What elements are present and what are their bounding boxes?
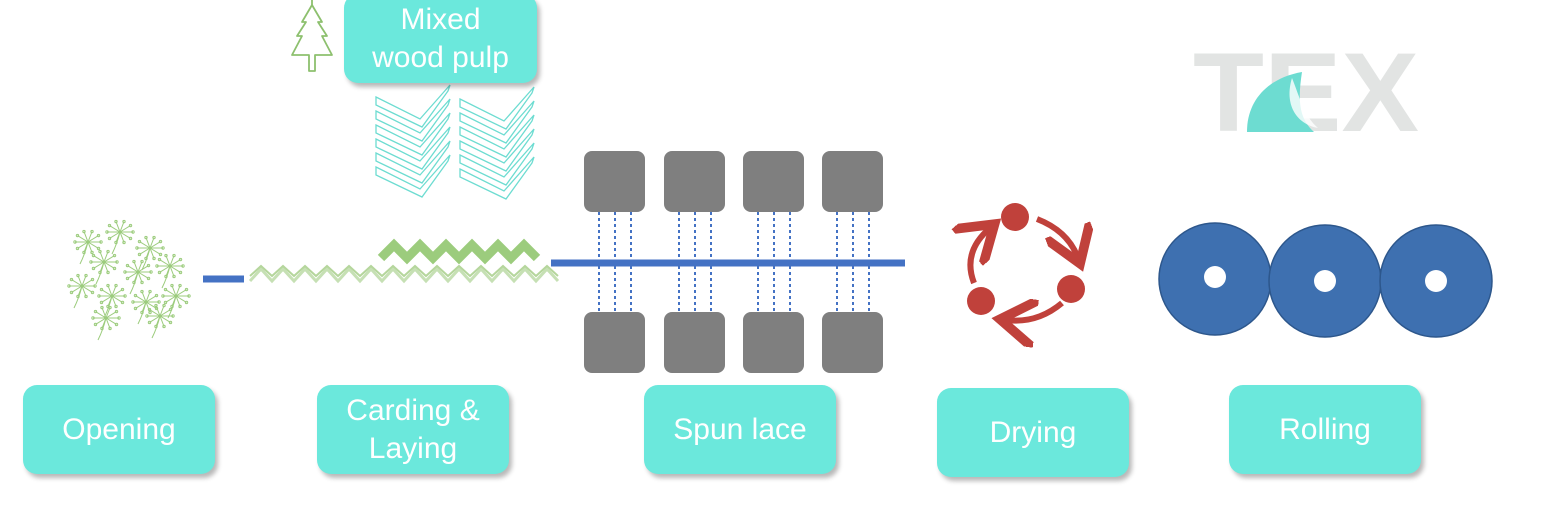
stage-carding-laying: Carding & Laying xyxy=(317,385,509,474)
spun-lace-unit xyxy=(584,151,883,373)
nozzle-block xyxy=(743,312,804,373)
roller-icon xyxy=(1158,222,1493,338)
drying-node xyxy=(1057,275,1085,303)
nozzle-block xyxy=(822,312,883,373)
stage-drying: Drying xyxy=(937,388,1129,477)
nozzle-block xyxy=(584,151,645,212)
chevron-pulp-icon xyxy=(375,84,535,200)
stage-rolling: Rolling xyxy=(1229,385,1421,474)
tree-icon xyxy=(291,0,333,72)
stage-opening: Opening xyxy=(23,385,215,474)
nozzle-block xyxy=(584,312,645,373)
drying-node xyxy=(1001,203,1029,231)
dandelion-cluster-icon xyxy=(67,219,191,341)
nozzle-block xyxy=(664,312,725,373)
drying-node xyxy=(967,287,995,315)
logo-drop-icon xyxy=(1247,72,1314,132)
cycle-arrows-icon xyxy=(967,203,1085,321)
logo: TEX xyxy=(1193,30,1419,155)
logo-text: TEX xyxy=(1193,30,1419,155)
nozzle-block xyxy=(743,151,804,212)
stage-spun-lace: Spun lace xyxy=(644,385,836,474)
zigzag-web-icon xyxy=(248,238,560,284)
nozzle-block xyxy=(822,151,883,212)
nozzle-block xyxy=(664,151,725,212)
pulp-label: Mixed wood pulp xyxy=(344,0,537,83)
